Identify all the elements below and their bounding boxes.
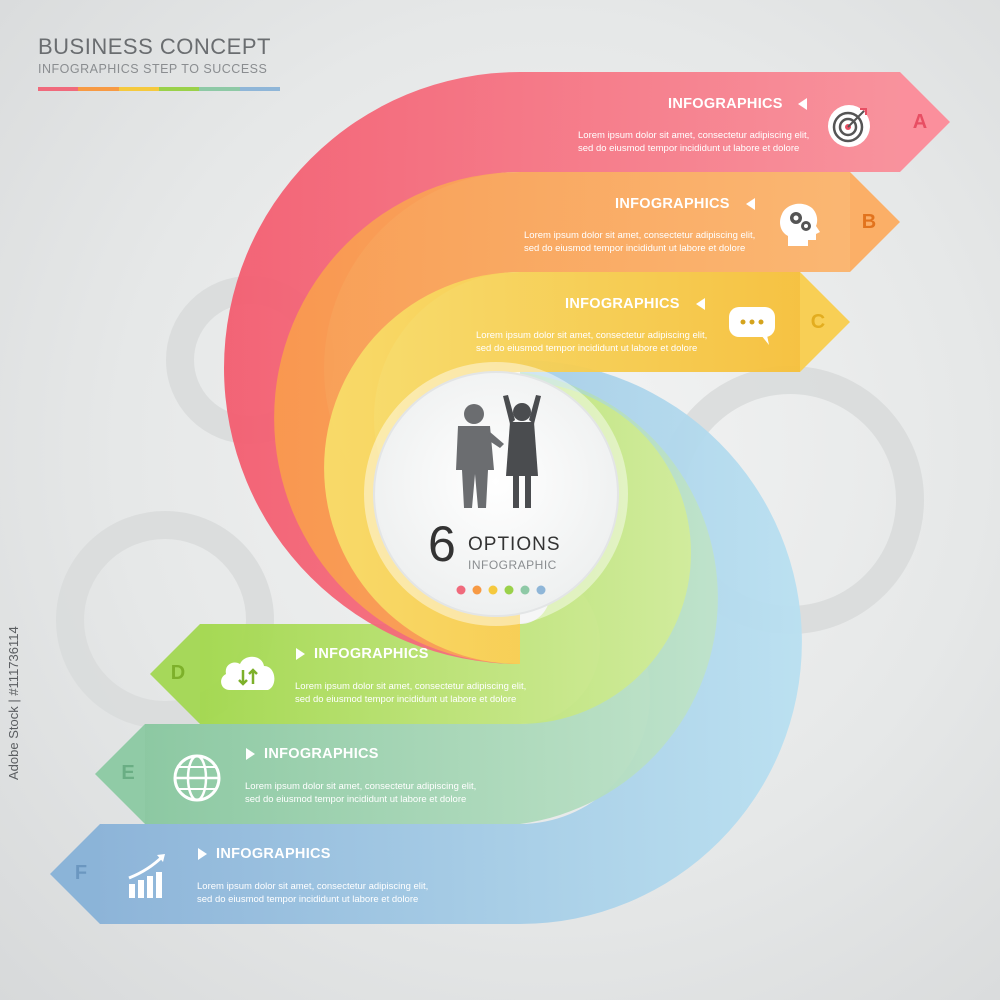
center-number: 6: [428, 516, 456, 572]
step-f-letter: F: [74, 862, 88, 884]
step-c-description: Lorem ipsum dolor sit amet, consectetur …: [476, 330, 708, 354]
step-c-letter: C: [810, 311, 826, 333]
stock-id-text: Adobe Stock | #111736114: [6, 626, 21, 780]
arrow-left-icon: [798, 98, 807, 110]
page-title: BUSINESS CONCEPT: [38, 34, 271, 59]
arrow-left-icon: [746, 198, 755, 210]
center-title: OPTIONS: [468, 534, 561, 555]
step-a-label: INFOGRAPHICS: [668, 96, 783, 112]
step-b-letter: B: [861, 211, 877, 233]
step-a-description: Lorem ipsum dolor sit amet, consectetur …: [578, 130, 810, 154]
center-dot: [520, 585, 530, 595]
center-dot: [472, 585, 482, 595]
business-people-icon: [456, 395, 541, 508]
tip-e: [95, 724, 145, 824]
arrow-right-icon: [246, 748, 255, 760]
growth-chart-icon: [128, 854, 165, 898]
tip-f: [50, 824, 100, 924]
center-dot: [504, 585, 514, 595]
chat-bubble-icon: [729, 307, 775, 345]
arrow-right-icon: [296, 648, 305, 660]
arrow-left-icon: [696, 298, 705, 310]
color-bar-segment: [239, 87, 280, 91]
step-d-description: Lorem ipsum dolor sit amet, consectetur …: [295, 681, 527, 705]
color-bar-segment: [38, 87, 79, 91]
tip-a: [900, 72, 950, 172]
center-dot: [488, 585, 498, 595]
color-bar-segment: [158, 87, 200, 91]
center-dot: [456, 585, 466, 595]
step-f-label: INFOGRAPHICS: [216, 846, 331, 862]
head-gears-icon: [780, 203, 820, 246]
color-bar-segment: [118, 87, 159, 91]
target-icon: [828, 105, 870, 147]
step-b-label: INFOGRAPHICS: [615, 196, 730, 212]
tip-d: [150, 624, 200, 724]
center-dots: [456, 585, 546, 595]
tip-b: [850, 172, 900, 272]
step-d-letter: D: [170, 662, 186, 684]
page-subtitle: INFOGRAPHICS STEP TO SUCCESS: [38, 62, 268, 76]
center-dot: [536, 585, 546, 595]
arrow-right-icon: [198, 848, 207, 860]
step-e-label: INFOGRAPHICS: [264, 746, 379, 762]
step-e-description: Lorem ipsum dolor sit amet, consectetur …: [245, 781, 477, 805]
step-f-description: Lorem ipsum dolor sit amet, consectetur …: [197, 881, 429, 905]
step-c-label: INFOGRAPHICS: [565, 296, 680, 312]
step-a-letter: A: [912, 111, 928, 133]
center-subtitle: INFOGRAPHIC: [468, 558, 557, 572]
color-bar-segment: [78, 87, 119, 91]
tip-c: [800, 272, 850, 372]
step-e-letter: E: [121, 762, 135, 784]
color-bar-segment: [199, 87, 240, 91]
step-d-label: INFOGRAPHICS: [314, 646, 429, 662]
globe-icon: [173, 754, 221, 802]
color-bar: [38, 87, 280, 91]
step-b-description: Lorem ipsum dolor sit amet, consectetur …: [524, 230, 756, 254]
cloud-transfer-icon: [221, 656, 275, 690]
center-circle: [373, 371, 619, 617]
